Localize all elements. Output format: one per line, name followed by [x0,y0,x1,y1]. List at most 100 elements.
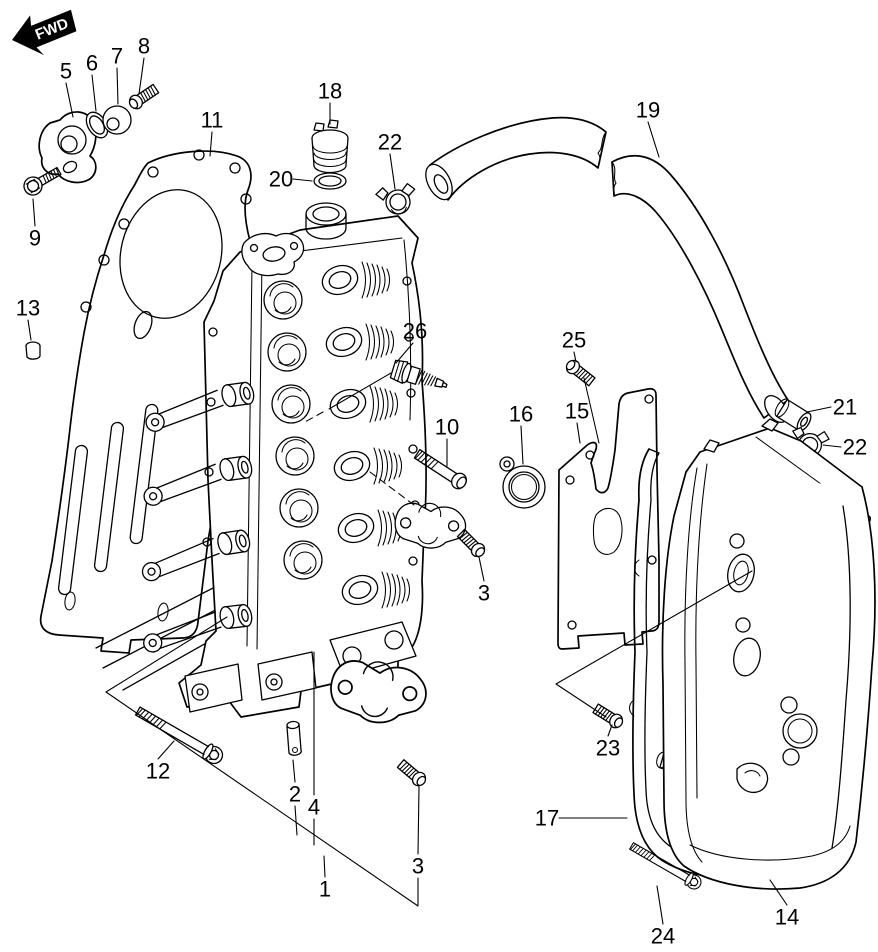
leader-line-15 [576,422,581,444]
cover-face-details [727,533,818,794]
head-feet [184,621,417,713]
part-number-13: 13 [16,296,40,321]
bolt-3-lower [395,757,430,790]
callout-3-22: 3 [412,785,424,906]
leader-line-22 [389,153,396,190]
part-number-25: 25 [562,328,586,353]
part-number-9: 9 [29,226,41,251]
callout-25-12: 25 [562,328,586,363]
callout-14-27: 14 [769,879,799,930]
part-number-8: 8 [138,34,150,59]
filler-neck [305,202,347,240]
dowel-pin-2 [286,720,302,756]
callout-21-16: 21 [806,395,857,420]
leader-line-20 [292,178,313,182]
leader-line-14 [769,879,788,906]
gasket-water-slots [57,403,169,622]
part-number-16: 16 [509,402,533,427]
water-hose-19 [425,116,789,423]
seal-16 [499,456,546,509]
part-number-22: 22 [378,130,402,155]
callout-3-18: 3 [478,556,490,606]
leader-line-13 [27,319,32,341]
callout-18-7: 18 [318,79,342,125]
callout-12-19: 12 [146,740,175,784]
leader-line-21 [806,406,832,413]
leader-line-3 [417,785,420,855]
part-number-3: 3 [478,581,490,606]
bolt-25 [562,356,597,388]
bracket-alignment-line [369,471,415,506]
callout-24-26: 24 [651,885,675,949]
callout-23-24: 23 [596,724,620,761]
leader-line-19 [647,121,660,158]
callout-1-23: 1 [319,855,331,902]
callout-20-8: 20 [269,167,313,192]
callout-4-21: 4 [308,651,320,846]
part-number-17: 17 [535,806,559,831]
leader-line-11 [209,131,213,157]
leader-line-3 [478,556,485,582]
leader-line-24 [656,885,664,925]
callout-15-15: 15 [565,399,589,444]
part-number-11: 11 [201,108,224,133]
part-number-6: 6 [86,51,98,76]
assembly-line-right [555,570,753,718]
leader-line-26 [395,342,414,364]
leader-line-23 [607,724,613,737]
part-number-21: 21 [833,395,857,420]
hose-clamp-22a [374,180,420,219]
callout-6-1: 6 [86,51,98,112]
callout-8-3: 8 [138,34,150,95]
leader-line-5 [65,82,74,118]
part-number-4: 4 [308,795,320,820]
part-number-22: 22 [843,435,867,460]
head-gasket [39,149,253,654]
part-number-2: 2 [289,782,301,807]
leader-line-6 [91,74,97,112]
part-number-10: 10 [435,415,459,440]
o-ring-20 [313,172,347,190]
callout-22-17: 22 [822,435,867,460]
bolt-8 [126,82,161,113]
callout-19-10: 19 [636,98,660,158]
callout-9-4: 9 [29,198,41,251]
callout-5-0: 5 [60,59,74,118]
part-number-24: 24 [651,924,675,949]
cylinder-head [137,202,428,718]
spark-plug-line-dashed [302,411,324,424]
part-number-18: 18 [318,79,342,104]
spark-plug [389,359,448,388]
part-number-1: 1 [319,877,331,902]
head-bolt-bosses [202,276,420,566]
callout-22-9: 22 [378,130,402,190]
part-number-14: 14 [775,905,799,930]
part-number-26: 26 [403,319,427,344]
thermostat-pad [241,232,305,277]
bolt-12 [132,702,227,768]
part-number-7: 7 [111,44,123,69]
fwd-arrow: FWD [12,9,77,56]
bolt-23 [591,701,626,732]
bolt-9 [20,162,65,199]
spark-plug-line [328,372,392,410]
callout-17-25: 17 [535,806,628,831]
leader-line-2 [294,805,298,836]
thermostat-7 [102,105,132,135]
leader-line-9 [32,198,36,227]
part-number-15: 15 [565,399,589,424]
part-number-23: 23 [596,736,620,761]
leader-line-16 [520,425,524,465]
leader-line-22 [822,444,842,448]
callout-11-5: 11 [201,108,224,157]
part-number-12: 12 [146,759,170,784]
leader-line-1 [323,855,326,878]
leader-line-2 [292,759,296,783]
plug-13 [25,341,41,360]
callout-7-2: 7 [111,44,123,105]
anode-18 [311,119,349,174]
bolt-25-line [583,377,600,444]
head-cover-14 [661,418,876,890]
